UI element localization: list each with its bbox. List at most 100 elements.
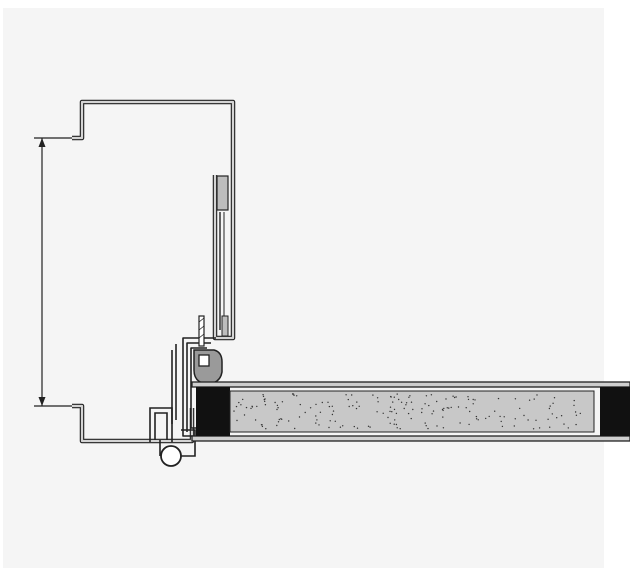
insulation-speckle [393, 408, 396, 411]
door-insulation-core [229, 390, 595, 433]
insulation-speckle [281, 401, 284, 403]
insulation-speckle [500, 420, 502, 423]
insulation-speckle [523, 414, 525, 417]
insulation-speckle [405, 402, 408, 404]
insulation-speckle [469, 410, 471, 413]
insulation-speckle [452, 395, 454, 397]
insulation-speckle [459, 422, 461, 424]
insulation-speckle [552, 402, 554, 404]
insulation-speckle [292, 393, 295, 395]
dimension-arrow-bottom [38, 397, 46, 406]
insulation-speckle [277, 421, 280, 423]
drawing-panel [3, 8, 604, 568]
seal-pin-hatch-3 [198, 333, 205, 339]
insulation-speckle [410, 401, 413, 403]
insulation-speckle [328, 405, 331, 408]
insulation-speckle [395, 412, 398, 415]
insulation-speckle [276, 424, 278, 427]
insulation-speckle [298, 416, 301, 418]
insulation-speckle [551, 413, 553, 415]
insulation-speckle [453, 396, 456, 399]
insulation-speckle [261, 425, 264, 428]
insulation-speckle [331, 405, 333, 407]
frame-insert-upper [216, 175, 229, 211]
insulation-speckle [355, 407, 358, 410]
insulation-speckle [573, 399, 575, 402]
insulation-speckle [499, 415, 501, 418]
insulation-speckle [276, 404, 279, 407]
insulation-speckle [409, 395, 411, 397]
insulation-speckle [497, 397, 500, 400]
insulation-speckle [277, 407, 279, 409]
insulation-speckle [514, 418, 516, 420]
insulation-speckle [474, 399, 476, 401]
insulation-speckle [424, 422, 426, 424]
insulation-speckle [319, 411, 322, 413]
insulation-speckle [536, 394, 538, 396]
insulation-speckles [233, 393, 581, 430]
insulation-speckle [382, 412, 384, 414]
insulation-speckle [260, 424, 263, 426]
door-leaf-face-top [191, 381, 630, 388]
door-edge-block-right [600, 387, 630, 436]
insulation-speckle [442, 427, 445, 429]
insulation-speckle [294, 427, 296, 430]
insulation-speckle [457, 406, 460, 408]
insulation-speckle [488, 415, 490, 418]
insulation-speckle [256, 405, 258, 408]
insulation-speckle [467, 398, 470, 401]
insulation-speckle [369, 426, 371, 428]
insulation-speckle [405, 404, 407, 406]
insulation-speckle [396, 427, 398, 429]
insulation-speckle [421, 411, 423, 414]
door-edge-block-left [196, 387, 230, 436]
insulation-speckle [264, 404, 267, 406]
seal-pin-hatch-1 [198, 317, 205, 323]
insulation-speckle [436, 425, 438, 427]
insulation-speckle [548, 407, 551, 410]
insulation-speckle [567, 427, 569, 429]
insulation-speckle [328, 426, 330, 429]
insulation-speckle [243, 414, 246, 416]
dimension-line [34, 137, 78, 407]
insulation-speckle [448, 407, 450, 409]
insulation-speckle [339, 426, 342, 428]
insulation-speckle [442, 409, 444, 412]
insulation-speckle [421, 408, 423, 410]
dimension-arrow-top [38, 138, 46, 147]
frame-insert-lower [221, 315, 229, 337]
insulation-speckle [467, 396, 469, 398]
insulation-speckle [356, 427, 359, 429]
insulation-speckle [318, 424, 320, 426]
insulation-speckle [304, 411, 306, 414]
insulation-speckle [251, 405, 253, 407]
insulation-speckle [547, 418, 549, 420]
insulation-speckle [436, 400, 438, 403]
insulation-speckle [254, 419, 257, 421]
lower-bracket [149, 407, 196, 457]
insulation-speckle [501, 425, 504, 428]
insulation-speckle [503, 416, 505, 418]
insulation-speckle [392, 401, 394, 403]
insulation-speckle [315, 415, 317, 417]
insulation-speckle [485, 417, 487, 420]
insulation-speckle [431, 413, 433, 415]
insulation-speckle [332, 410, 335, 412]
insulation-speckle [265, 428, 267, 430]
insulation-speckle [296, 395, 298, 397]
insulation-speckle [345, 394, 347, 396]
insulation-speckle [445, 398, 447, 400]
insulation-speckle [563, 423, 565, 425]
insulation-speckle [553, 397, 556, 399]
insulation-speckle [427, 427, 429, 430]
insulation-speckle [468, 423, 470, 426]
insulation-speckle [250, 407, 252, 410]
insulation-speckle [560, 415, 563, 417]
insulation-speckle [327, 401, 329, 403]
insulation-speckle [278, 418, 280, 421]
insulation-speckle [425, 395, 428, 397]
insulation-speckle [410, 417, 412, 420]
insulation-speckle [477, 419, 479, 421]
insulation-speckle [387, 416, 389, 419]
insulation-speckle [400, 401, 403, 403]
